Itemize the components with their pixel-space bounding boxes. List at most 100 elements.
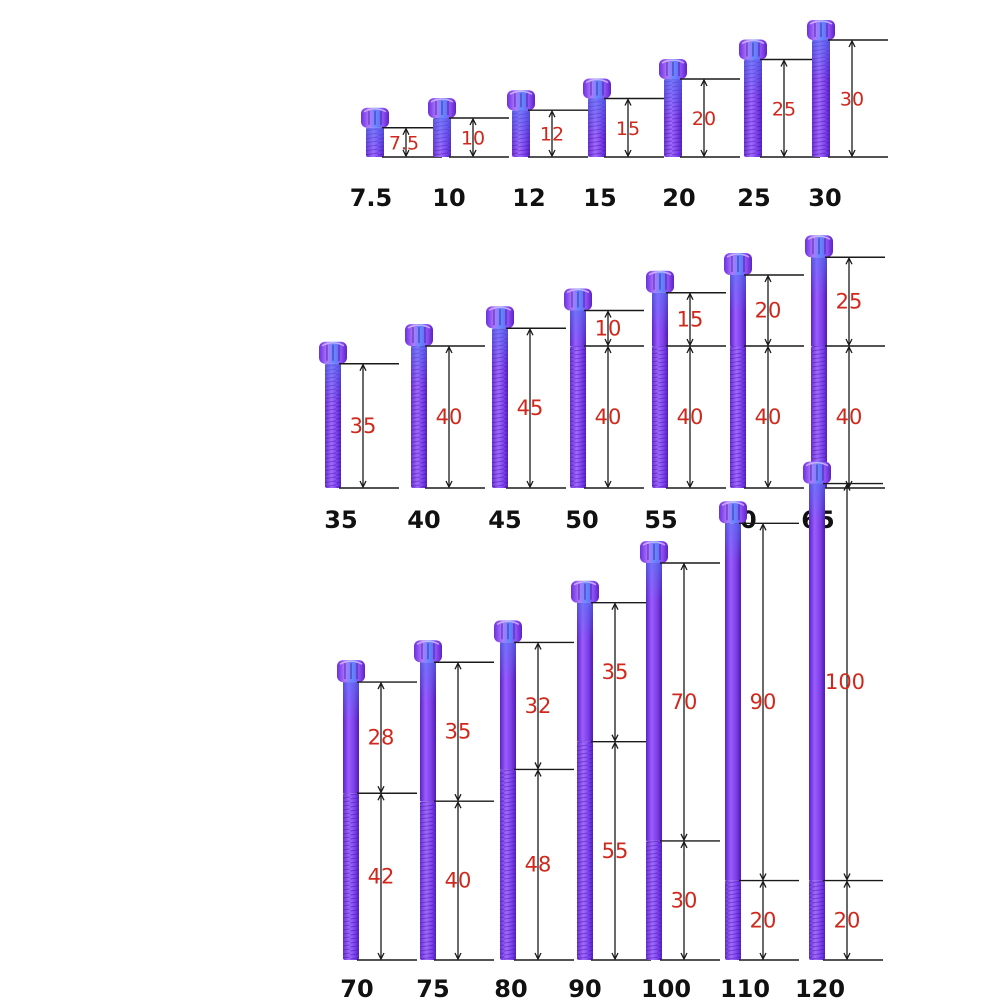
bolt-head-highlight [807,235,831,240]
size-label-120: 120 [795,975,845,1000]
bolt-shine [343,682,359,723]
bolt-shine [512,110,530,151]
dimension-arrow-up [377,792,385,801]
size-label-25: 25 [737,184,770,212]
bolt-shine [325,363,341,404]
bolt-head-highlight [642,541,666,546]
bolt-shine [809,483,825,524]
size-label-15: 15 [583,184,616,212]
bolt-shank [646,563,662,841]
dimension-arrow-down [700,149,708,158]
bolt-head-highlight [726,253,750,258]
dimension-arrow-up [526,327,534,336]
dimension-arrow-up [534,641,542,650]
dimension-value: 12 [540,124,564,146]
bolt-shine [570,310,586,351]
dimension-value: 35 [350,414,377,438]
dimension-arrow-up [764,274,772,283]
bolt-shine [744,59,762,100]
dimension-value: 30 [840,89,864,111]
dimension-arrow-down [402,149,410,158]
bolt-shine [664,79,682,119]
bolt-shine [812,40,830,80]
dimension-arrow-up [611,602,619,610]
dimension-value: 20 [750,908,777,932]
dimension-value: 55 [602,839,629,863]
bolt-thread-texture [343,793,359,960]
bolt-head-highlight [573,580,597,586]
dimension-arrow-up [680,562,688,571]
dimension-arrow-down [843,873,851,882]
dimension-value: 15 [677,307,704,331]
dimension-arrow-up [764,345,772,354]
dimension-arrow-up [759,880,767,888]
dimension-arrow-down [454,793,462,802]
dimension-value: 40 [677,405,704,429]
bolt-shine [652,292,668,333]
bolt-thread-texture [577,741,593,960]
dimension-arrow-up [843,483,851,491]
dimension-value: 10 [595,316,622,340]
bolt-shine [646,563,662,603]
dimension-arrow-up [686,345,694,354]
dimension-value: 70 [671,690,698,714]
bolt-head-highlight [416,640,440,645]
bolt-shine [811,257,827,298]
dimension-arrow-down [759,952,767,961]
dimension-arrow-up [611,741,619,749]
dimension-value: 40 [595,405,622,429]
bolt-thread-texture [730,346,746,488]
dimension-value: 90 [750,690,777,714]
bolt-shine [420,662,436,703]
bolt-shine [588,98,606,139]
bolt-head-highlight [721,501,745,506]
dimension-value: 20 [755,299,782,323]
dimension-value: 45 [517,396,544,420]
dimension-arrow-up [377,681,385,690]
size-label-30: 30 [808,184,841,212]
bolt-head-highlight [741,39,765,45]
dimension-arrow-down [534,762,542,770]
dimension-arrow-down [845,338,853,347]
size-label-55: 55 [644,506,677,534]
dimension-value: 40 [836,405,863,429]
size-label-45: 45 [488,506,521,534]
size-label-12: 12 [512,184,545,212]
dimension-value: 7.5 [389,132,419,154]
dimension-value: 10 [461,128,485,150]
dimension-arrow-down [624,149,632,158]
bolt-head-highlight [430,98,454,103]
dimension-arrow-down [759,873,767,882]
bolt-head-highlight [661,59,685,64]
dimension-arrow-down [604,480,612,489]
bolt-60: 204060 [723,253,804,534]
dimension-arrow-down [686,338,694,347]
dimension-arrow-up [700,78,708,87]
dimension-value: 30 [671,888,698,912]
dimension-arrow-down [680,833,688,842]
dimension-value: 25 [836,290,863,314]
dimension-arrow-up [848,39,856,48]
dimension-arrow-down [848,149,856,158]
dimension-value: 20 [692,108,716,130]
dimension-value: 40 [445,869,472,893]
dimension-arrow-up [845,256,853,265]
dimension-arrow-up [548,109,556,118]
dimension-arrow-up [624,98,632,106]
bolt-head-highlight [407,324,431,329]
bolt-30: 30 30 [807,20,888,212]
bolt-shine [366,127,384,157]
dimension-arrow-down [548,149,556,158]
bolt-head-highlight [321,342,345,347]
dimension-arrow-up [359,363,367,372]
dimension-arrow-down [780,149,788,158]
bolt-shine [500,642,516,683]
dimension-arrow-down [377,952,385,961]
dimension-value: 32 [525,694,552,718]
size-label-80: 80 [494,975,527,1000]
dimension-arrow-down [680,952,688,961]
size-label-10: 10 [432,184,465,212]
